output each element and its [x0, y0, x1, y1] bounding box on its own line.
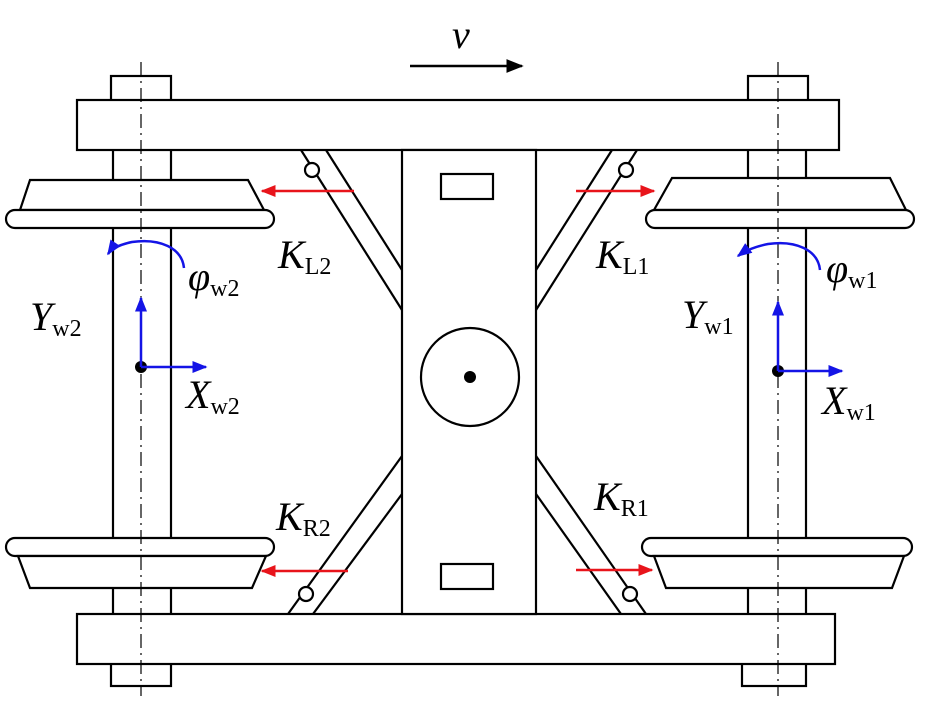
- wheel-front-bottom: [640, 536, 914, 590]
- velocity-label: v: [452, 12, 470, 57]
- wheel-rear-bottom: [4, 536, 276, 590]
- bolster-slot-bottom: [439, 562, 495, 591]
- label-kl1: KL1: [595, 232, 649, 280]
- side-frame-top: [75, 98, 841, 152]
- link-left-rear: [300, 149, 403, 311]
- label-y-w2: Yw2: [30, 294, 82, 342]
- link-right-rear: [287, 455, 403, 615]
- rear-yaw-arrow: [106, 239, 186, 269]
- label-kr2: KR2: [275, 494, 331, 542]
- side-frame-bottom: [75, 612, 837, 666]
- label-kr1: KR1: [593, 474, 649, 522]
- label-phi-w1: φw1: [826, 246, 877, 294]
- wheel-rear-top: [4, 178, 276, 230]
- link-left-front: [535, 149, 638, 311]
- label-kl2: KL2: [277, 232, 331, 280]
- label-x-w2: Xw2: [184, 372, 240, 420]
- bolster-slot-top: [439, 172, 495, 201]
- front-yaw-arrow: [736, 241, 822, 271]
- axlebox-front-bottom: [740, 660, 808, 688]
- label-y-w1: Yw1: [682, 292, 734, 340]
- wheel-front-top: [644, 176, 916, 230]
- link-right-front: [535, 455, 647, 615]
- center-pivot-dot: [464, 371, 476, 383]
- label-phi-w2: φw2: [188, 254, 239, 302]
- label-x-w1: Xw1: [820, 378, 876, 426]
